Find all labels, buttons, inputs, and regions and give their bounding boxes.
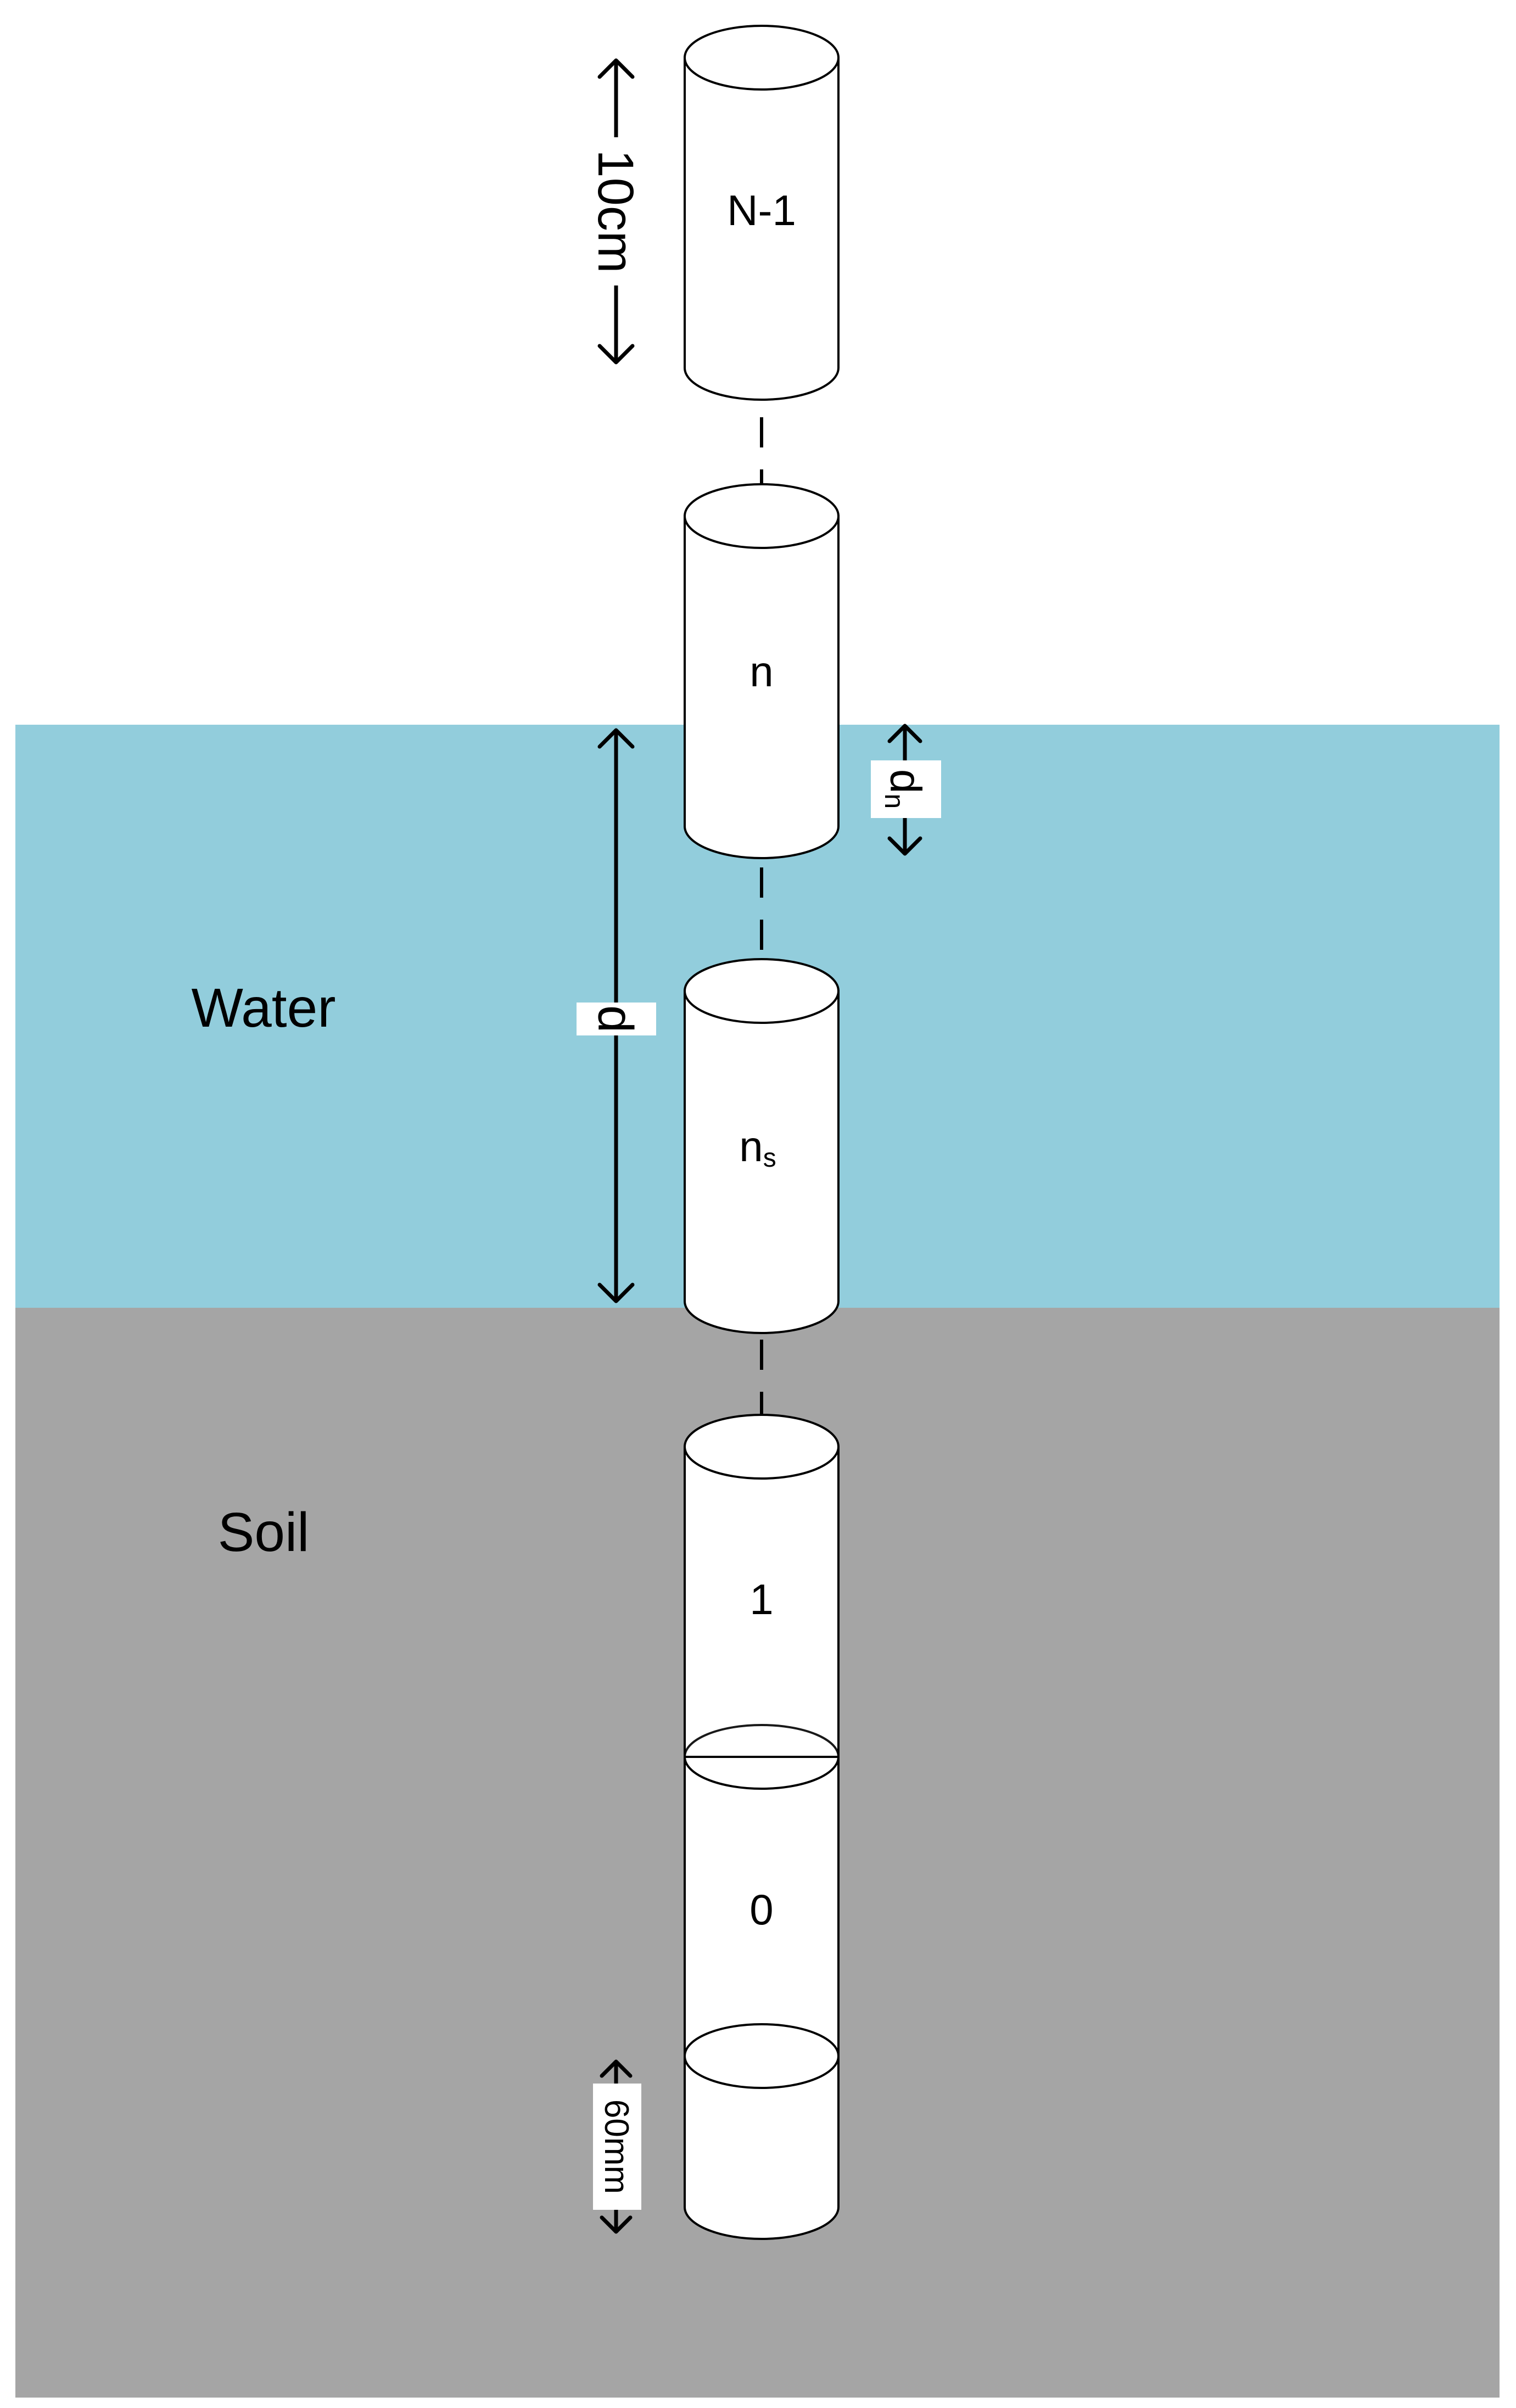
dimension-10cm: 10cm	[588, 58, 644, 365]
dimension-dn: dn	[871, 724, 941, 856]
dimension-label: d	[588, 1005, 642, 1033]
dimension-label: 60mm	[597, 2099, 635, 2194]
segment-n: n	[684, 483, 840, 859]
segment-1: 1	[684, 1414, 840, 1790]
segment-0: 0	[684, 1724, 840, 2240]
dimension-d: d	[577, 728, 656, 1303]
dimension-label: 10cm	[588, 150, 644, 273]
water-label: Water	[192, 977, 336, 1039]
soil-label: Soil	[218, 1502, 310, 1563]
segment-label: ns	[739, 1122, 776, 1173]
dimension-label: dn	[879, 769, 930, 809]
segment-label: n	[749, 647, 773, 696]
segment-ns: ns	[684, 958, 840, 1334]
segment-n-minus-1: N-1	[684, 25, 840, 401]
segment-label: 0	[749, 1885, 773, 1934]
dimension-60mm: 60mm	[593, 2059, 641, 2234]
segment-label: 1	[749, 1575, 773, 1623]
segment-label: N-1	[727, 186, 796, 234]
